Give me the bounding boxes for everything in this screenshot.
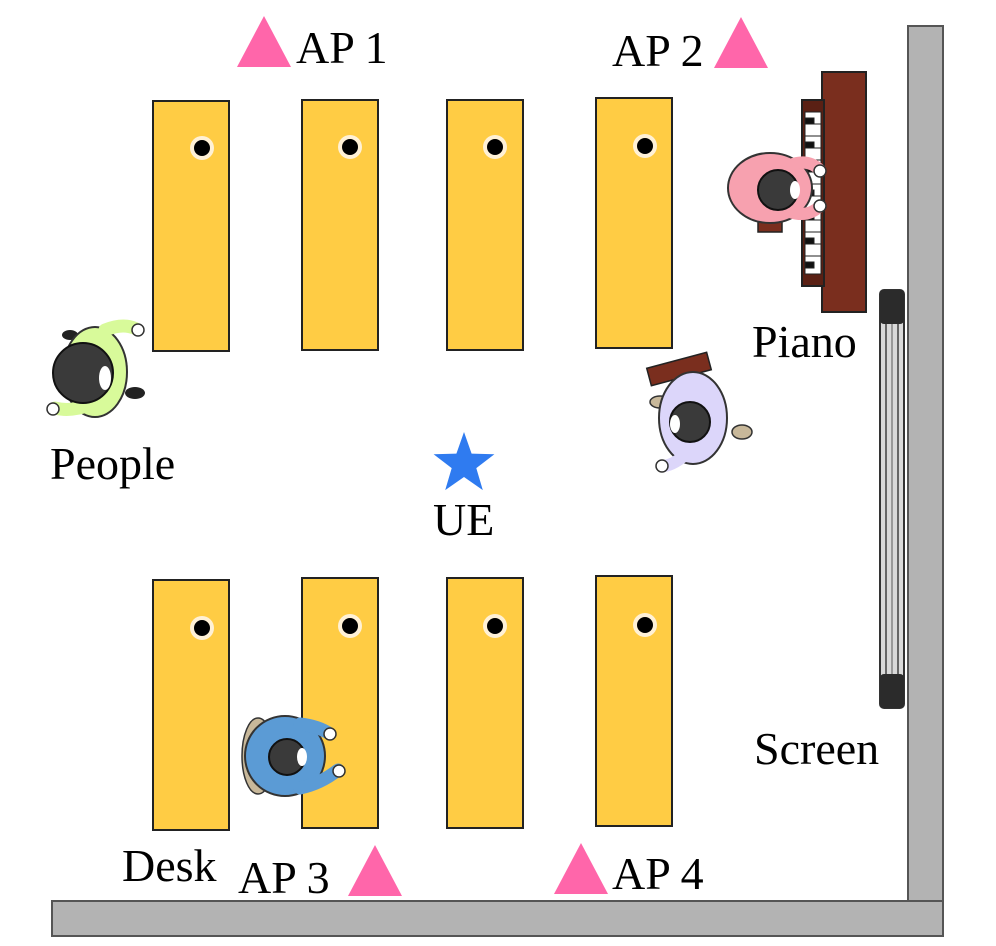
desk bbox=[152, 579, 230, 831]
desk bbox=[152, 100, 230, 352]
desk-row-top bbox=[152, 97, 673, 352]
desk bbox=[301, 99, 379, 351]
person-pianist bbox=[727, 152, 827, 233]
ap1-triangle-icon bbox=[237, 16, 291, 67]
desk-row-bottom bbox=[152, 575, 673, 831]
desk bbox=[595, 575, 673, 827]
piano bbox=[801, 71, 867, 313]
ap3-label: AP 3 bbox=[238, 852, 330, 903]
person-blue bbox=[241, 715, 346, 797]
ue-star-icon bbox=[433, 432, 495, 491]
ue-label: UE bbox=[433, 494, 494, 545]
piano-label: Piano bbox=[752, 316, 857, 367]
desk bbox=[595, 97, 673, 349]
person-lavender bbox=[645, 351, 753, 473]
ap2-triangle-icon bbox=[714, 17, 768, 68]
projection-screen bbox=[879, 289, 905, 709]
desk-label: Desk bbox=[122, 840, 217, 891]
people-label: People bbox=[50, 438, 175, 489]
ap2-label: AP 2 bbox=[612, 25, 704, 76]
ap3-triangle-icon bbox=[348, 845, 402, 896]
room-wall bbox=[51, 25, 944, 937]
desk bbox=[446, 577, 524, 829]
ap4-triangle-icon bbox=[554, 843, 608, 894]
desk bbox=[446, 99, 524, 351]
ap1-label: AP 1 bbox=[296, 22, 388, 73]
screen-label: Screen bbox=[754, 723, 879, 774]
person-green bbox=[46, 319, 145, 418]
ap4-label: AP 4 bbox=[612, 848, 704, 899]
